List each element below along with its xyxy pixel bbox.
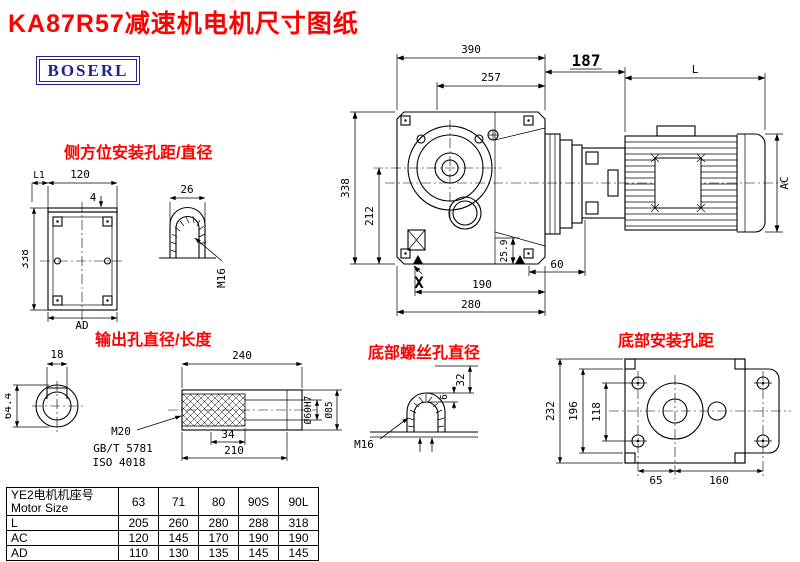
cell: 288 bbox=[238, 515, 279, 531]
std-iso4018: ISO 4018 bbox=[93, 456, 146, 469]
dim-6: 6 bbox=[439, 394, 450, 400]
dim-X: X bbox=[414, 273, 424, 292]
output-flange-circles bbox=[373, 120, 501, 230]
side-dimensions: L1 120 4 338 AD 26 M16 bbox=[22, 168, 228, 330]
dim-118: 118 bbox=[590, 402, 603, 422]
dim-64-4: 64.4 bbox=[5, 392, 14, 419]
dim-d85: Ø85 bbox=[324, 401, 335, 418]
dim-32: 32 bbox=[454, 373, 467, 386]
dim-196: 196 bbox=[567, 401, 580, 421]
table-row: AC 120 145 170 190 190 bbox=[6, 530, 319, 546]
size-col: 90S bbox=[238, 487, 279, 516]
cell: 110 bbox=[118, 545, 159, 561]
table-row: L 205 260 280 288 318 bbox=[6, 515, 319, 531]
std-gb5781: GB/T 5781 bbox=[93, 442, 153, 455]
cell: 318 bbox=[278, 515, 319, 531]
page-title: KA87R57减速机电机尺寸图纸 bbox=[8, 10, 359, 38]
size-col: 63 bbox=[118, 487, 159, 516]
brand-logo: BOSERL bbox=[36, 56, 140, 85]
size-col: 71 bbox=[158, 487, 199, 516]
dim-257: 257 bbox=[481, 71, 501, 84]
cell: 130 bbox=[158, 545, 199, 561]
dim-M16-side: M16 bbox=[215, 268, 228, 288]
dim-25-9: 25.9 bbox=[499, 239, 510, 262]
table-row: AD 110 130 135 145 145 bbox=[6, 545, 319, 561]
dim-d60h7: Ø60H7 bbox=[303, 396, 314, 425]
dim-18: 18 bbox=[50, 348, 63, 361]
row-label: L bbox=[6, 515, 119, 531]
output-bore-drawing: 18 64.4 240 M20 GB/T 5781 ISO 4018 34 21… bbox=[5, 348, 342, 469]
motor-size-table: YE2电机机座号 Motor Size 63 71 80 90S 90L L 2… bbox=[6, 487, 319, 561]
dim-65: 65 bbox=[649, 474, 662, 487]
cell: 205 bbox=[118, 515, 159, 531]
dim-232: 232 bbox=[545, 401, 557, 421]
table-header-cell: YE2电机机座号 Motor Size bbox=[6, 487, 119, 516]
output-dimensions: 18 64.4 240 M20 GB/T 5781 ISO 4018 34 21… bbox=[5, 348, 342, 469]
label-bottom-mount: 底部安装孔距 bbox=[618, 333, 715, 350]
cell: 190 bbox=[278, 530, 319, 546]
cell: 190 bbox=[238, 530, 279, 546]
dim-120: 120 bbox=[70, 168, 90, 181]
dim-4: 4 bbox=[90, 191, 97, 204]
dim-AD: AD bbox=[75, 319, 88, 330]
cell: 280 bbox=[198, 515, 239, 531]
dim-M16-screw: M16 bbox=[354, 438, 374, 451]
cell: 145 bbox=[278, 545, 319, 561]
mount-dimensions: 232 196 118 65 160 bbox=[545, 358, 764, 487]
dim-AC: AC bbox=[778, 176, 791, 189]
dim-338: 338 bbox=[339, 178, 352, 198]
size-col: 90L bbox=[278, 487, 319, 516]
dim-280: 280 bbox=[461, 298, 481, 311]
dim-L1: L1 bbox=[33, 170, 45, 181]
size-col: 80 bbox=[198, 487, 239, 516]
cell: 120 bbox=[118, 530, 159, 546]
shaft-end-view bbox=[32, 381, 83, 432]
table-header-cn: YE2电机机座号 bbox=[11, 487, 94, 502]
motor-outline bbox=[385, 125, 785, 235]
keyhole-slot bbox=[159, 206, 216, 259]
dim-160: 160 bbox=[709, 474, 729, 487]
dim-390: 390 bbox=[461, 43, 481, 56]
bottom-screw-drawing: 32 6 M16 bbox=[354, 365, 478, 452]
dim-26: 26 bbox=[180, 183, 193, 196]
cell: 260 bbox=[158, 515, 199, 531]
row-label: AC bbox=[6, 530, 119, 546]
label-bottom-screw: 底部螺丝孔直径 bbox=[368, 345, 481, 362]
dim-L: L bbox=[692, 63, 699, 76]
label-output-hole: 输出孔直径/长度 bbox=[95, 332, 212, 349]
dim-240: 240 bbox=[232, 349, 252, 362]
side-mount-drawing: L1 120 4 338 AD 26 M16 bbox=[22, 168, 228, 330]
dim-M20: M20 bbox=[111, 425, 131, 438]
cell: 145 bbox=[238, 545, 279, 561]
screw-dimensions: 32 6 M16 bbox=[354, 365, 474, 451]
cell: 145 bbox=[158, 530, 199, 546]
surface-mark bbox=[515, 255, 525, 264]
table-header-en: Motor Size bbox=[11, 500, 69, 515]
base-outline bbox=[609, 358, 791, 479]
motor-nameplate bbox=[654, 157, 702, 209]
dim-212: 212 bbox=[363, 206, 376, 226]
cell: 170 bbox=[198, 530, 239, 546]
surface-mark bbox=[413, 255, 423, 264]
bottom-mount-drawing: 232 196 118 65 160 bbox=[545, 358, 791, 487]
dim-187: 187 bbox=[572, 51, 601, 70]
dim-210: 210 bbox=[224, 444, 244, 457]
main-assembly-drawing: 390 257 187 L 338 212 AC 25.9 60 bbox=[339, 43, 791, 316]
mount-plate bbox=[40, 202, 125, 320]
dim-34: 34 bbox=[221, 428, 235, 441]
dim-190: 190 bbox=[472, 278, 492, 291]
dim-338-side: 338 bbox=[22, 249, 31, 269]
gearbox-outline bbox=[396, 111, 546, 265]
cell: 135 bbox=[198, 545, 239, 561]
table-row: YE2电机机座号 Motor Size 63 71 80 90S 90L bbox=[6, 487, 319, 516]
row-label: AD bbox=[6, 545, 119, 561]
dim-60: 60 bbox=[550, 258, 563, 271]
label-side-mount: 侧方位安装孔距/直径 bbox=[64, 145, 213, 162]
shaft-section-view bbox=[168, 389, 317, 431]
main-dimensions: 390 257 187 L 338 212 AC 25.9 60 bbox=[339, 43, 791, 316]
